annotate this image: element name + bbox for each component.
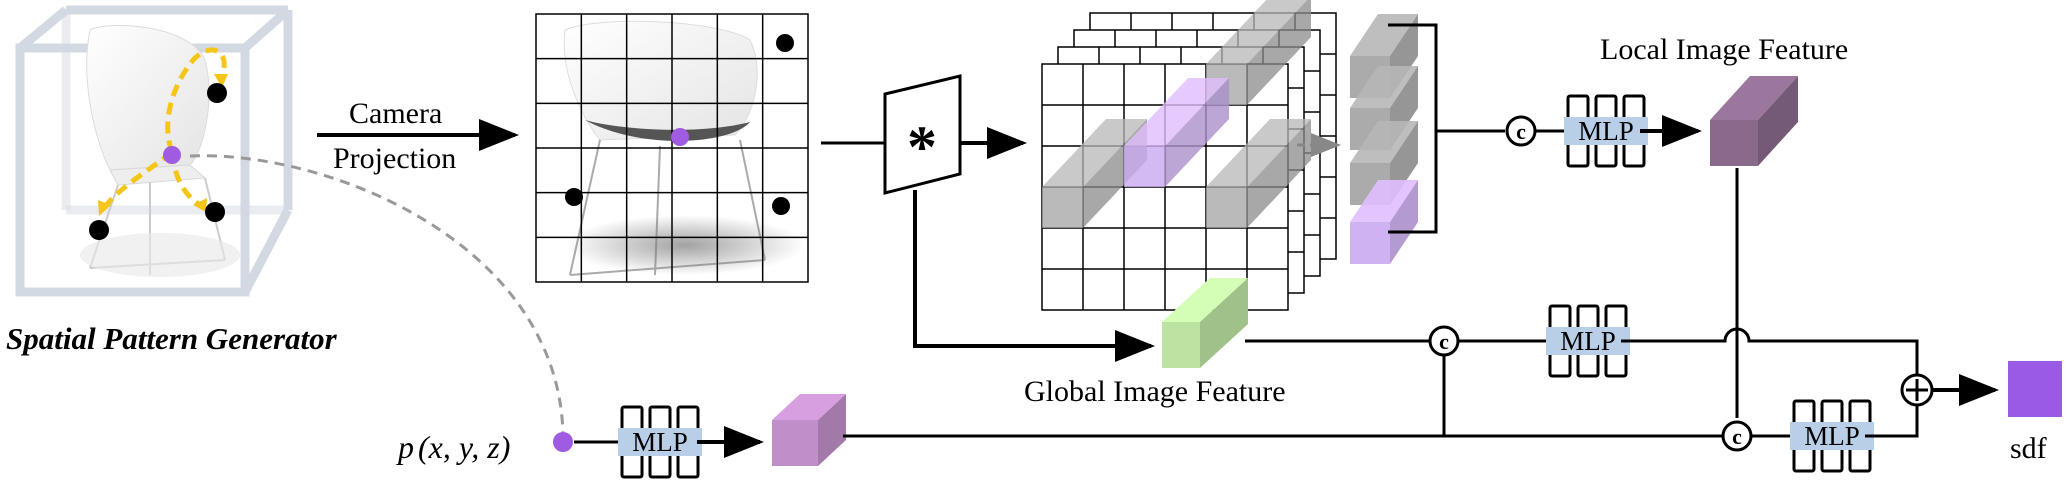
sampled-feature-tube (1124, 78, 1229, 187)
spatial-pattern-generator-label: Spatial Pattern Generator (6, 321, 338, 356)
mlp-label: MLP (1578, 116, 1634, 146)
query-point (163, 146, 181, 164)
projected-point-top-right (776, 34, 794, 52)
sampled-point-top (207, 83, 227, 103)
conv-encoder-symbol: * (907, 114, 937, 180)
point-prefix-label: p (396, 429, 414, 465)
sum-node (1900, 373, 1934, 407)
concat-node-point: c (1721, 420, 1753, 452)
point-feature-cube (772, 394, 846, 466)
mlp-global-to-sum-line (1621, 327, 1919, 376)
concat-node-local: c (1505, 115, 1537, 147)
svg-text:c: c (1516, 119, 1526, 144)
local-image-feature-block (1710, 76, 1798, 166)
projected-chair (563, 20, 805, 276)
point-args-label: (x, y, z) (418, 429, 510, 465)
mlp-label: MLP (1560, 326, 1616, 356)
mlp-final-to-sum-line (1865, 404, 1919, 438)
global-image-feature-block (1162, 278, 1248, 368)
chair-illustration (80, 25, 240, 277)
sdf-label: sdf (2010, 432, 2047, 465)
projected-point-left (565, 188, 583, 206)
input-point (553, 432, 573, 452)
projected-point-right (772, 197, 790, 215)
mlp-label: MLP (632, 427, 688, 457)
global-image-feature-cube (1162, 278, 1248, 368)
mlp-global: MLP (1546, 304, 1630, 378)
svg-text:c: c (1439, 329, 1449, 354)
concat-node-global: c (1428, 325, 1460, 357)
mlp-point: MLP (618, 405, 702, 479)
feature-map-stack (1041, 0, 1337, 311)
sampled-feature-tube (1206, 119, 1311, 228)
conv-encoder: * (883, 74, 962, 195)
projected-image-grid (535, 13, 809, 283)
sdf-output-block (2008, 361, 2062, 417)
mlp-final: MLP (1790, 399, 1874, 473)
sampled-point-right (205, 202, 225, 222)
spatial-pattern-generator: Spatial Pattern Generator (6, 5, 338, 356)
local-image-feature-cube (1710, 76, 1798, 166)
extracted-query-feature (1350, 180, 1418, 264)
feature-bracket (1388, 23, 1438, 234)
projected-query-point (671, 128, 689, 146)
sampled-point-left (89, 220, 109, 240)
camera-label: Camera (349, 97, 442, 130)
trajectory-arrowheads (98, 74, 228, 216)
encoder-to-global-feature-arrow (913, 190, 1155, 362)
global-image-feature-label: Global Image Feature (1024, 375, 1286, 408)
mlp-local: MLP (1564, 94, 1648, 168)
projected-image (535, 13, 809, 283)
projection-label: Projection (333, 142, 456, 175)
point-feature-block (772, 394, 846, 466)
svg-text:c: c (1732, 424, 1742, 449)
local-image-feature-label: Local Image Feature (1600, 33, 1848, 66)
mlp-label: MLP (1804, 421, 1860, 451)
extracted-local-features (1350, 14, 1418, 264)
